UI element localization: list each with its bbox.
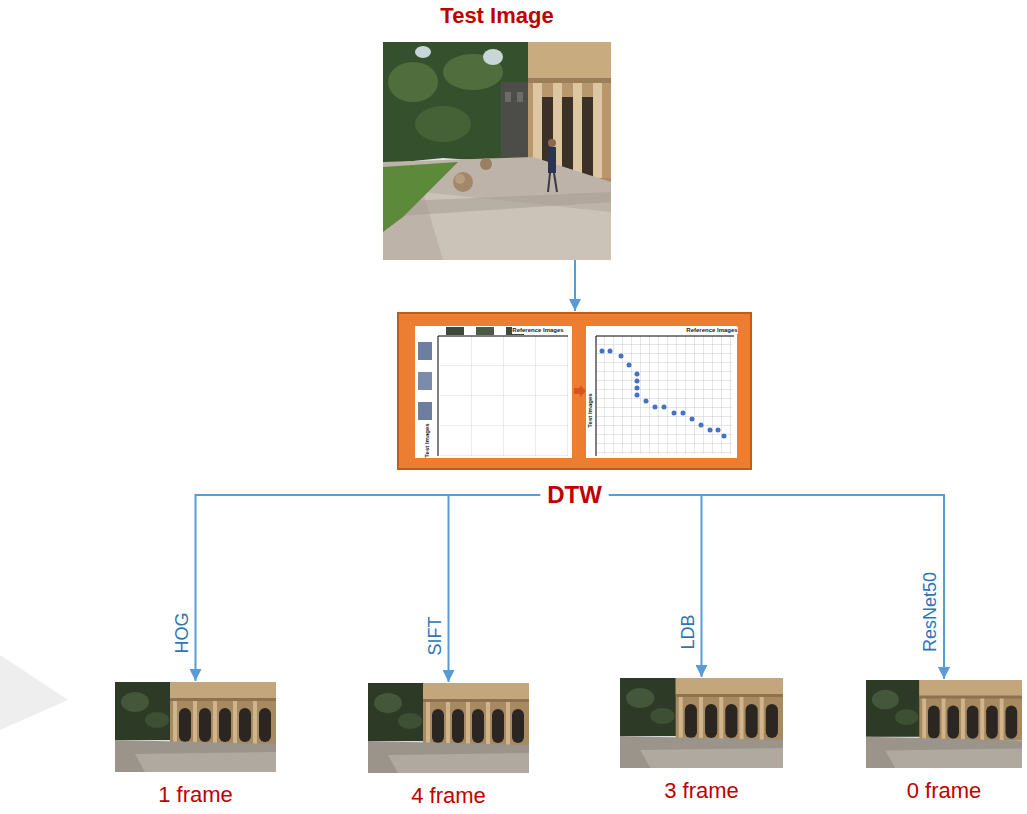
result-photo xyxy=(115,682,276,772)
connector-arrow xyxy=(609,495,702,677)
test-photo xyxy=(383,42,611,260)
test-photo-part xyxy=(517,92,523,102)
dtw-panel-part xyxy=(418,342,432,360)
dtw-panel-part xyxy=(397,312,752,470)
feature-label: LDB xyxy=(677,613,697,652)
test-photo-part xyxy=(505,92,511,102)
test-photo-part xyxy=(453,172,473,192)
dtw-panel-part xyxy=(440,336,568,456)
test-photo-part xyxy=(480,158,492,170)
dtw-panel-part xyxy=(596,336,597,456)
result-node: 4 frame xyxy=(368,683,529,773)
axis-label: Reference Images xyxy=(686,327,737,334)
test-photo-part xyxy=(548,147,556,173)
dtw-panel-part-part xyxy=(708,428,713,433)
test-photo-part xyxy=(582,97,593,182)
result-photo xyxy=(866,680,1022,768)
test-photo-part xyxy=(548,139,556,147)
dtw-panel-part-part xyxy=(619,354,624,359)
test-photo-part xyxy=(383,162,458,232)
dtw-panel-part xyxy=(574,385,586,397)
dtw-panel-part-part xyxy=(722,434,727,439)
dtw-panel-part-part xyxy=(662,405,667,410)
test-photo-part xyxy=(455,174,465,184)
result-photo xyxy=(368,683,529,773)
dtw-panel-part-part xyxy=(600,349,605,354)
test-photo-part xyxy=(548,173,550,192)
connector-arrow xyxy=(609,495,944,679)
axis-label: Reference Images xyxy=(512,327,563,334)
feature-label: HOG xyxy=(171,611,191,656)
result-node: 3 frame xyxy=(620,678,783,768)
frame-caption: 4 frame xyxy=(411,783,486,809)
dtw-panel-part-part xyxy=(699,423,704,428)
connector-arrow xyxy=(574,260,576,311)
dtw-panel xyxy=(397,312,752,470)
photo-node: Test Image xyxy=(383,42,611,260)
axis-label: Test Images xyxy=(424,423,431,457)
test-photo-part xyxy=(528,42,611,82)
test-photo-part xyxy=(593,83,602,183)
test-photo-part xyxy=(415,46,431,58)
dtw-panel-part xyxy=(438,336,439,456)
dtw-panel-part xyxy=(415,326,572,458)
dtw-panel-part xyxy=(600,349,727,439)
watermark-triangle xyxy=(0,655,68,730)
frame-caption: 3 frame xyxy=(664,778,739,804)
connector-arrow xyxy=(449,495,541,682)
axis-label: Test Images xyxy=(587,393,594,427)
connector-arrow xyxy=(196,495,541,681)
dtw-panel-part-part xyxy=(627,363,632,368)
dtw-panel-part xyxy=(596,336,734,337)
test-photo-part xyxy=(383,42,611,260)
frame-caption: 0 frame xyxy=(907,778,982,804)
dtw-panel-part xyxy=(476,327,494,335)
method-label: DTW xyxy=(541,480,608,510)
result-node: 0 frame xyxy=(866,680,1022,768)
feature-label: ResNet50 xyxy=(920,570,940,654)
result-node: 1 frame xyxy=(115,682,276,772)
dtw-panel-part-part xyxy=(635,393,640,398)
dtw-panel-part-part xyxy=(690,417,695,422)
dtw-panel-part-part xyxy=(635,386,640,391)
feature-label: SIFT xyxy=(425,614,445,657)
frame-caption: 1 frame xyxy=(158,782,233,808)
image-title: Test Image xyxy=(440,4,553,28)
dtw-panel-part-part xyxy=(608,349,613,354)
dtw-panel-part-part xyxy=(653,405,658,410)
dtw-panel-part xyxy=(446,327,464,335)
test-photo-part xyxy=(388,62,438,102)
test-photo-part xyxy=(573,83,582,183)
dtw-panel-part-part xyxy=(635,379,640,384)
test-photo-part xyxy=(528,78,611,83)
dtw-panel-part xyxy=(438,336,568,337)
dtw-panel-part xyxy=(418,372,432,390)
test-photo-part xyxy=(554,173,557,192)
dtw-panel-part xyxy=(586,326,737,458)
dtw-panel-part-part xyxy=(644,399,649,404)
test-photo-part xyxy=(383,157,611,260)
result-photo xyxy=(620,678,783,768)
dtw-panel-part xyxy=(418,402,432,420)
dtw-panel-part xyxy=(596,336,732,454)
test-photo-part xyxy=(383,42,533,164)
dtw-panel-part-part xyxy=(681,411,686,416)
process-box: DTW xyxy=(397,312,752,470)
dtw-panel-part-part xyxy=(716,428,721,433)
dtw-panel-part-part xyxy=(635,372,640,377)
test-photo-part xyxy=(415,106,471,142)
test-photo-part xyxy=(483,49,503,65)
dtw-panel-part-part xyxy=(672,411,677,416)
